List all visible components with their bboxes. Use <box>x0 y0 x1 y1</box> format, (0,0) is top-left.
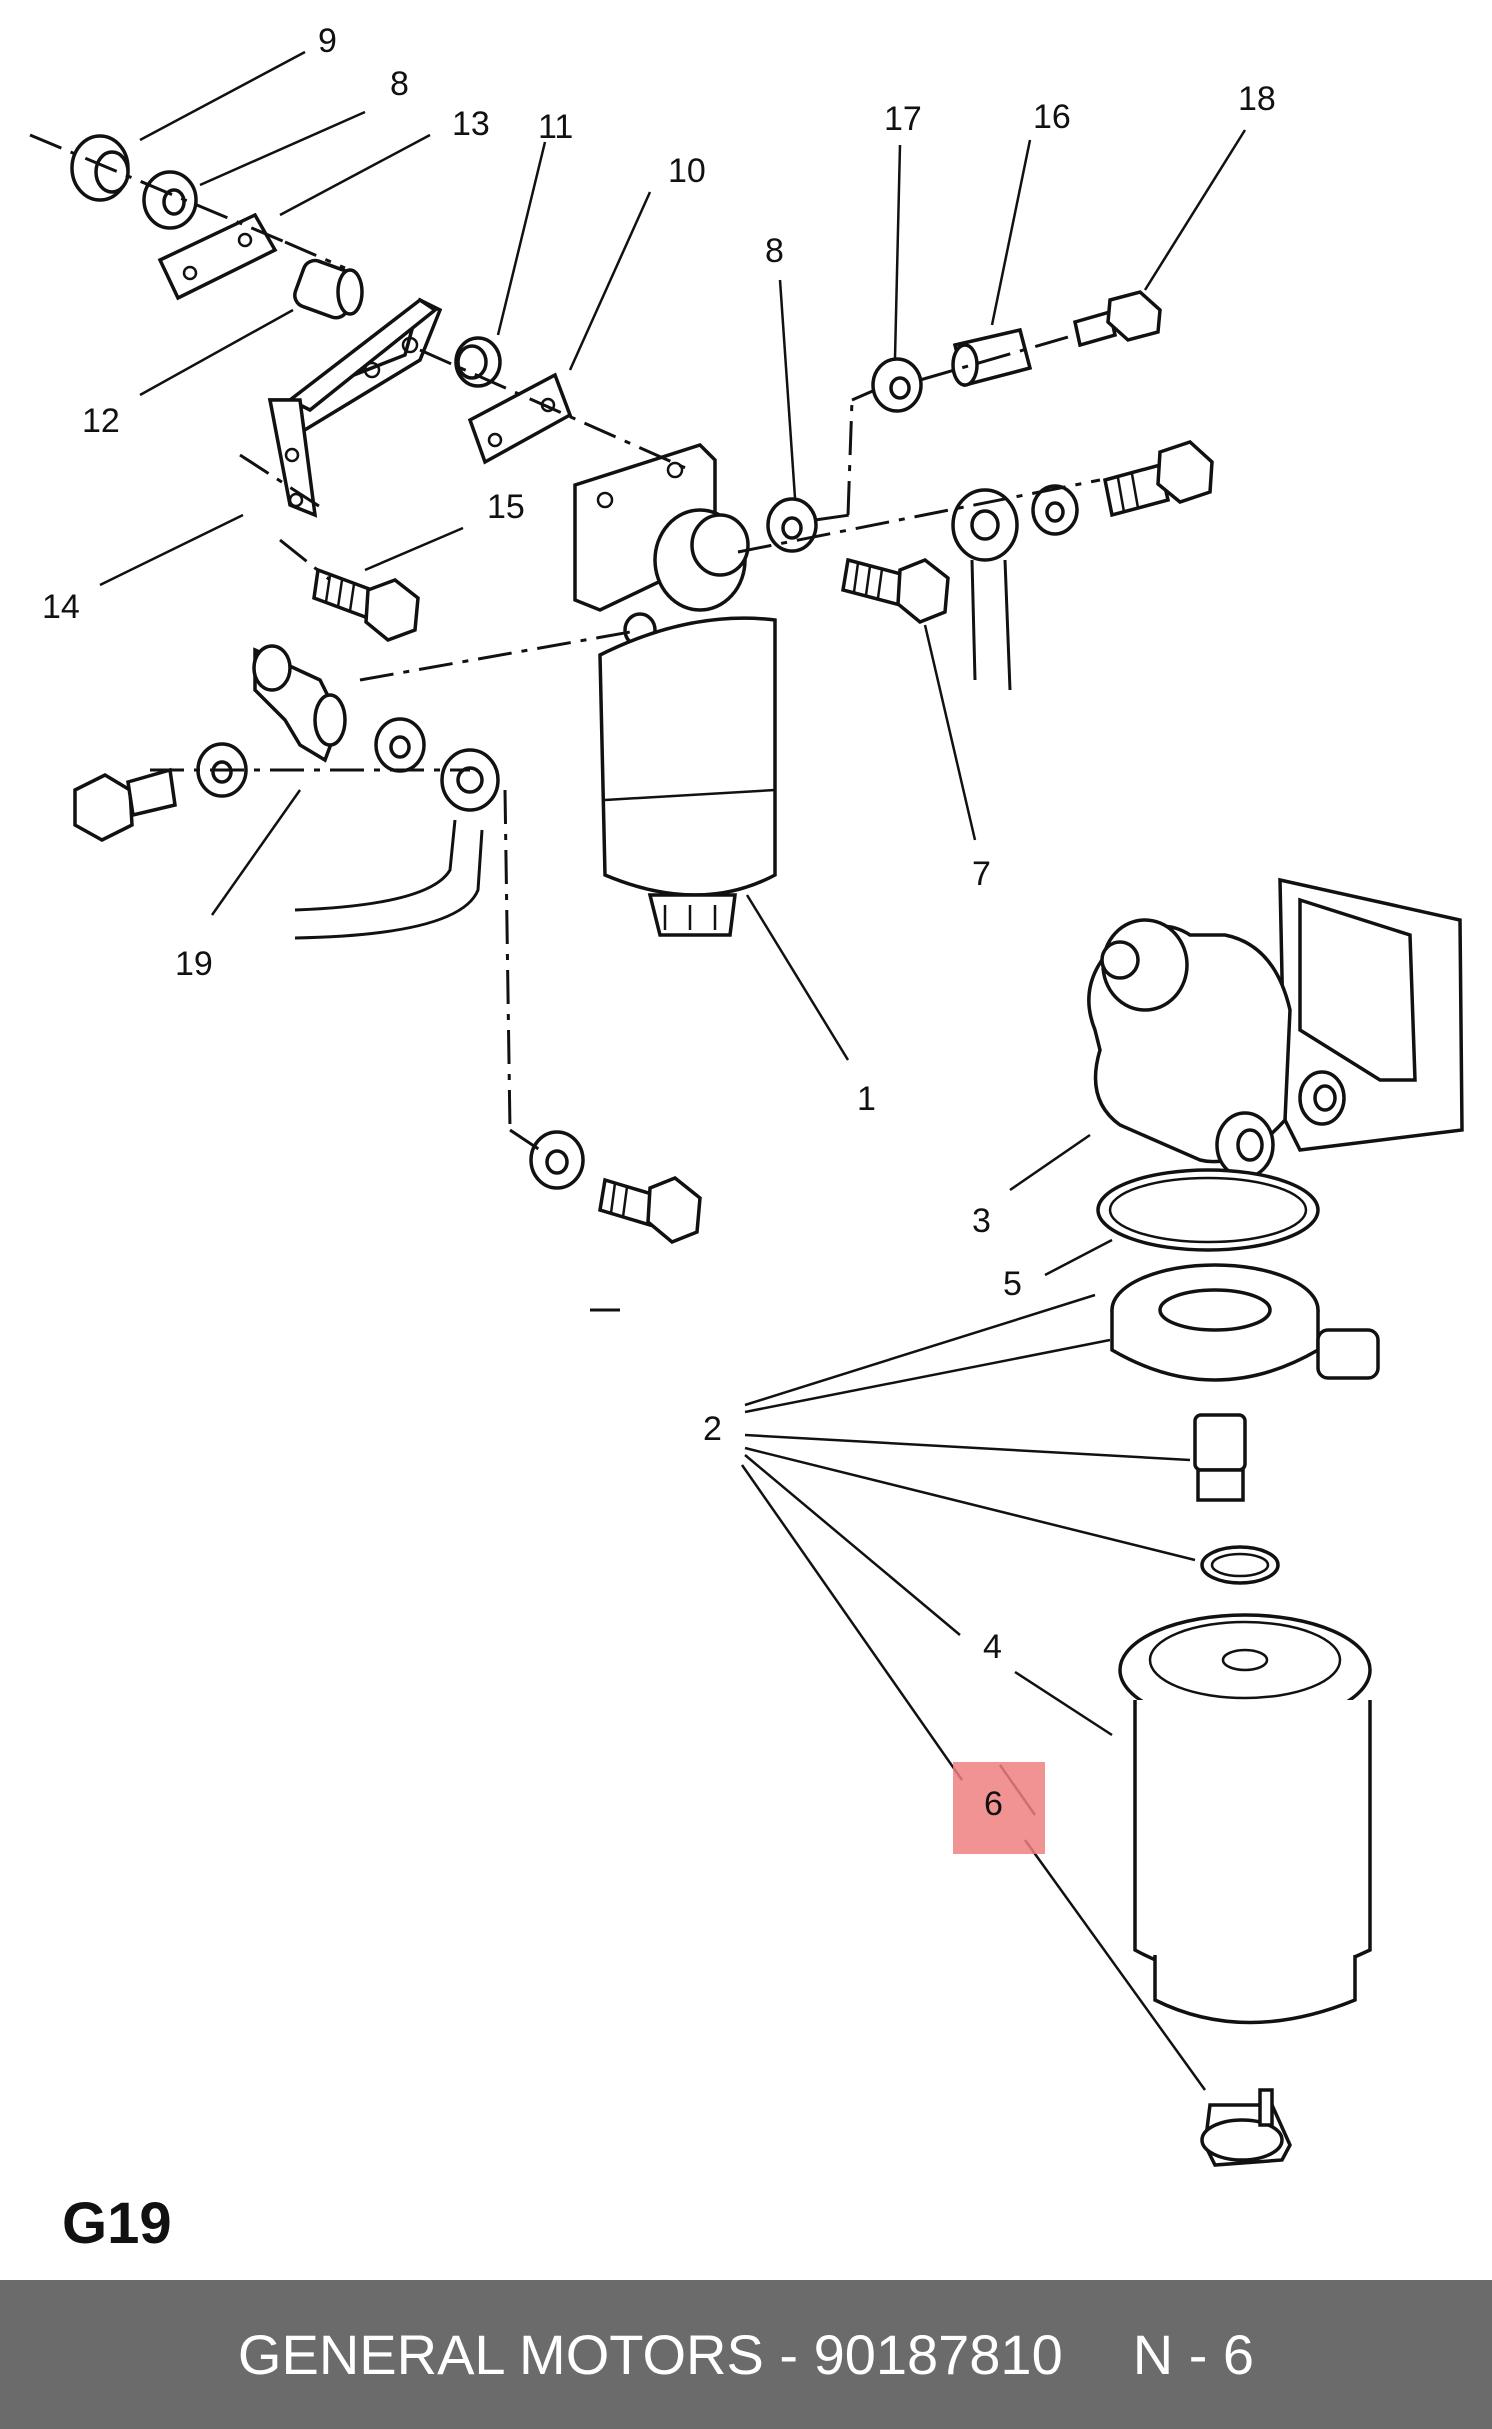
upper-right-hardware <box>766 290 1214 691</box>
assembly-centerlines <box>29 133 1101 1312</box>
washer-part <box>454 336 502 388</box>
callout-label: 13 <box>452 105 490 143</box>
callout-label: 4 <box>983 1628 1002 1666</box>
callout-label: 8 <box>765 232 784 270</box>
callout-label: 15 <box>487 488 525 526</box>
upper-left-hardware <box>70 134 573 642</box>
diagram-code: G19 <box>62 2191 172 2256</box>
nut-part <box>70 134 130 202</box>
callout-label: 9 <box>318 22 337 60</box>
callout-label: 7 <box>972 855 991 893</box>
callout-label: 10 <box>668 152 706 190</box>
washer-part <box>142 170 198 230</box>
bracket-part <box>267 297 443 518</box>
callout-highlight-box <box>953 1762 1045 1854</box>
callout-label: 3 <box>972 1202 991 1240</box>
callout-label: 1 <box>857 1080 876 1118</box>
spacer-part <box>293 258 364 320</box>
callout-label: 14 <box>42 588 80 626</box>
plate-part <box>467 372 573 465</box>
lower-left-hardware <box>73 644 702 1245</box>
callout-label: 16 <box>1033 98 1071 136</box>
leader-lines <box>99 50 1247 2091</box>
callout-label: 8 <box>390 65 409 103</box>
footer-callout-reference: N - 6 <box>1132 2323 1255 2386</box>
filter-head-assembly <box>1087 877 1464 2167</box>
footer-brand-part-number: GENERAL MOTORS - 90187810 <box>237 2323 1063 2386</box>
fuel-filter-assembly <box>573 443 777 937</box>
callout-label: 5 <box>1003 1265 1022 1303</box>
footer-bar: GENERAL MOTORS - 90187810 N - 6 <box>0 2280 1492 2429</box>
callout-label: 11 <box>538 108 573 146</box>
callout-label: 12 <box>82 402 120 440</box>
callout-labels: 9 8 13 11 10 8 17 16 18 12 15 14 19 7 1 … <box>42 22 1276 1823</box>
callout-label: 2 <box>703 1410 722 1448</box>
callout-label: 18 <box>1238 80 1276 118</box>
callout-label-highlighted: 6 <box>984 1785 1003 1823</box>
plate-part <box>157 212 278 301</box>
callout-label: 17 <box>884 100 922 138</box>
callout-label: 19 <box>175 945 213 983</box>
bolt-part <box>312 567 420 642</box>
parts-diagram: 9 8 13 11 10 8 17 16 18 12 15 14 19 7 1 … <box>29 22 1464 2167</box>
